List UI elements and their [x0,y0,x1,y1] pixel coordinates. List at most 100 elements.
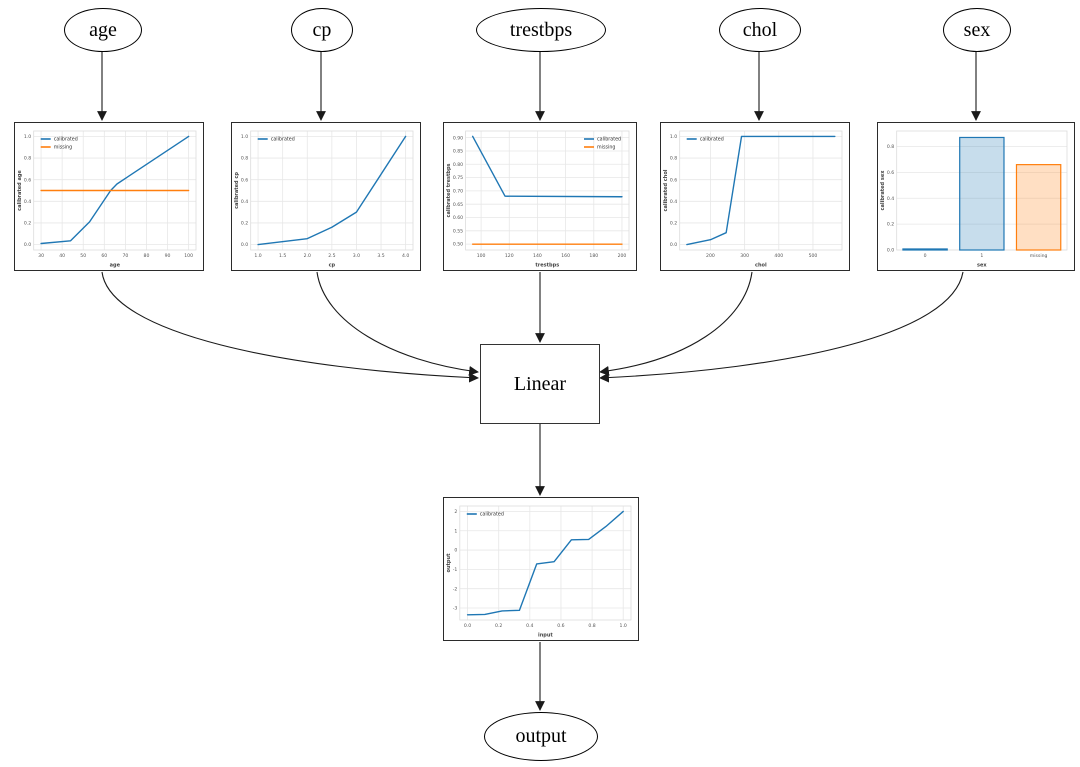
edge-cp-plot-to-linear [316,271,479,376]
svg-text:calibrated: calibrated [597,137,621,143]
svg-text:0.4: 0.4 [24,199,31,205]
node-chol-label: chol [742,18,778,41]
svg-text:0.2: 0.2 [495,623,502,629]
svg-text:0.8: 0.8 [887,144,894,150]
svg-text:0.2: 0.2 [24,221,31,227]
svg-text:0.0: 0.0 [887,248,894,254]
svg-text:80: 80 [144,253,150,259]
svg-text:0: 0 [454,548,457,554]
svg-text:0.8: 0.8 [24,156,31,162]
svg-text:60: 60 [101,253,107,259]
svg-text:2.5: 2.5 [328,253,335,259]
svg-text:0.0: 0.0 [241,242,248,248]
svg-text:0.0: 0.0 [464,623,471,629]
svg-text:0.8: 0.8 [241,156,248,162]
svg-text:0.50: 0.50 [453,242,463,248]
node-sex-label: sex [963,18,991,41]
svg-text:0.0: 0.0 [670,242,677,248]
svg-text:300: 300 [740,253,749,259]
svg-text:calibrated: calibrated [700,137,724,143]
svg-text:100: 100 [184,253,193,259]
chol-calibration-plot: 200 300 400 500 0.0 0.2 0.4 0.6 0.8 1.0 chol calibr… [660,122,850,271]
svg-text:cp: cp [329,263,336,269]
svg-text:0.85: 0.85 [453,149,463,155]
svg-text:1.0: 1.0 [254,253,261,259]
svg-text:0.2: 0.2 [241,221,248,227]
svg-text:100: 100 [477,253,486,259]
svg-text:-1: -1 [453,567,458,573]
svg-text:2.0: 2.0 [304,253,311,259]
edge-age-plot-to-linear [101,271,479,383]
svg-text:200: 200 [706,253,715,259]
svg-text:chol: chol [755,263,767,269]
svg-text:calibrated trestbps: calibrated trestbps [446,163,452,217]
svg-text:0.90: 0.90 [453,135,463,141]
node-linear: Linear [480,344,600,424]
svg-text:0.0: 0.0 [24,242,31,248]
svg-text:calibrated cp: calibrated cp [234,172,240,209]
svg-text:0.6: 0.6 [241,177,248,183]
svg-text:0: 0 [924,253,927,259]
svg-text:50: 50 [80,253,86,259]
svg-text:calibrated: calibrated [54,137,78,143]
svg-text:3.5: 3.5 [377,253,384,259]
svg-text:1: 1 [454,528,457,534]
svg-text:0.6: 0.6 [887,170,894,176]
node-output-label: output [515,725,567,747]
edge-chol-plot-to-linear [599,271,753,376]
svg-text:trestbps: trestbps [535,263,559,269]
svg-text:age: age [110,263,121,269]
svg-text:500: 500 [809,253,818,259]
svg-text:1.0: 1.0 [24,134,31,140]
svg-text:200: 200 [618,253,627,259]
svg-text:0.4: 0.4 [241,199,248,205]
node-linear-label: Linear [513,372,567,395]
svg-text:160: 160 [561,253,570,259]
svg-text:30: 30 [38,253,44,259]
svg-text:-2: -2 [453,586,458,592]
svg-text:0.6: 0.6 [670,177,677,183]
svg-text:missing: missing [54,145,72,151]
svg-text:0.65: 0.65 [453,202,463,208]
svg-text:0.4: 0.4 [670,199,677,205]
node-sex: sex [943,8,1011,52]
svg-text:180: 180 [589,253,598,259]
svg-text:1.5: 1.5 [279,253,286,259]
svg-text:400: 400 [774,253,783,259]
svg-text:0.70: 0.70 [453,188,463,194]
svg-text:missing: missing [1030,253,1048,259]
svg-text:0.8: 0.8 [588,623,595,629]
node-chol: chol [719,8,801,52]
svg-text:0.2: 0.2 [670,221,677,227]
svg-text:120: 120 [505,253,514,259]
svg-text:2: 2 [454,509,457,515]
svg-text:sex: sex [977,263,987,269]
svg-text:0.6: 0.6 [24,177,31,183]
edge-sex-plot-to-linear [599,271,964,383]
svg-text:1.0: 1.0 [670,134,677,140]
svg-text:output: output [446,553,452,573]
svg-text:0.8: 0.8 [670,156,677,162]
node-age-label: age [89,18,117,41]
svg-text:3.0: 3.0 [353,253,360,259]
svg-text:90: 90 [165,253,171,259]
svg-text:-3: -3 [453,606,458,612]
svg-text:0.75: 0.75 [453,175,463,181]
svg-text:1: 1 [980,253,983,259]
node-trestbps: trestbps [476,8,606,52]
svg-text:calibrated chol: calibrated chol [663,169,669,211]
svg-text:40: 40 [59,253,65,259]
svg-text:missing: missing [597,145,615,151]
node-cp: cp [291,8,353,52]
svg-text:0.60: 0.60 [453,215,463,221]
svg-text:1.0: 1.0 [620,623,627,629]
svg-text:0.6: 0.6 [557,623,564,629]
svg-text:70: 70 [122,253,128,259]
node-output: output [484,712,598,761]
svg-text:140: 140 [533,253,542,259]
